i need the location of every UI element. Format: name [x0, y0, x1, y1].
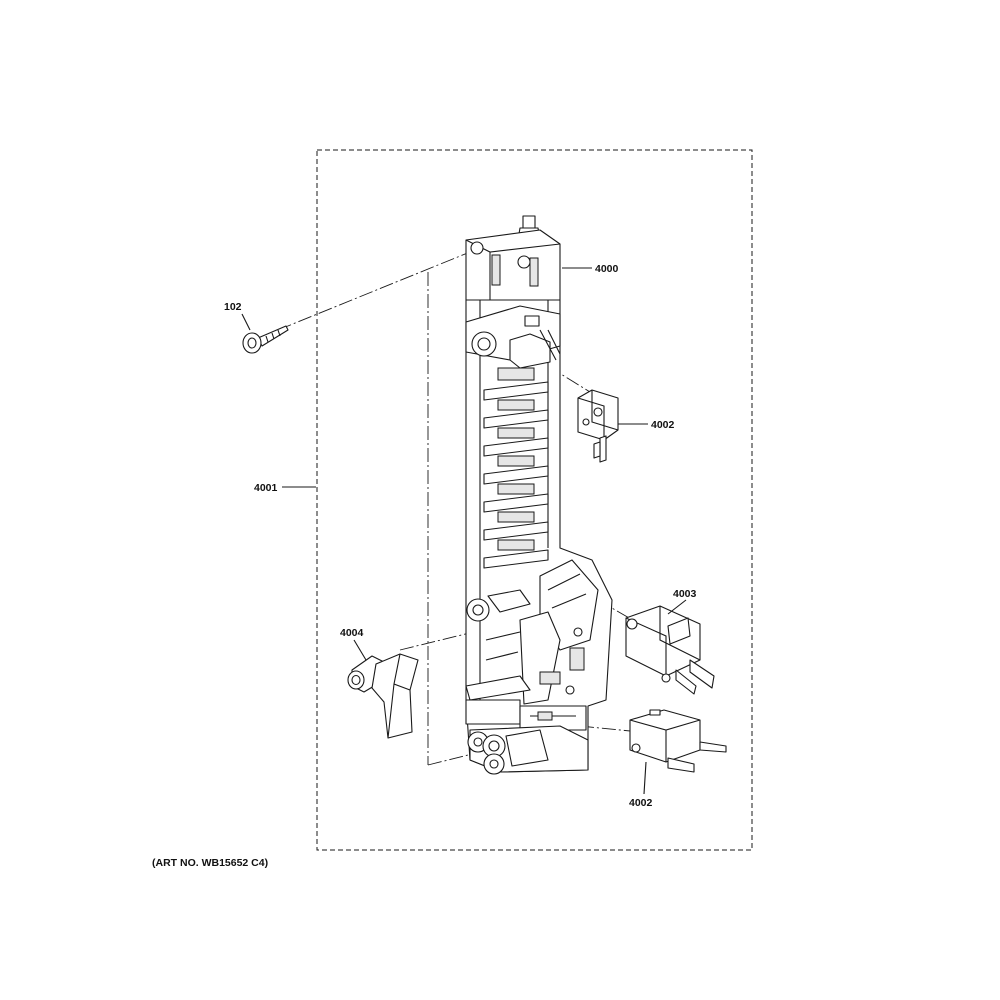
micro-switch-lower	[629, 709, 727, 773]
assembly-boundary	[316, 149, 753, 851]
callout-4003: 4003	[673, 588, 697, 600]
callout-4002-upper: 4002	[651, 419, 675, 431]
latch-hook-part-4004	[347, 653, 419, 739]
door-latch-bracket	[465, 215, 613, 775]
art-number: (ART NO. WB15652 C4)	[152, 857, 268, 869]
micro-switch-middle	[625, 605, 715, 695]
callout-4001: 4001	[254, 482, 278, 494]
callout-102: 102	[224, 301, 242, 313]
micro-switch-upper	[577, 389, 619, 463]
bracket-fins	[483, 367, 549, 569]
callout-4002-lower: 4002	[629, 797, 653, 809]
callout-4000: 4000	[595, 263, 619, 275]
screw-part-102	[242, 325, 289, 354]
callout-leaders	[241, 267, 687, 795]
callout-4004: 4004	[340, 627, 364, 639]
